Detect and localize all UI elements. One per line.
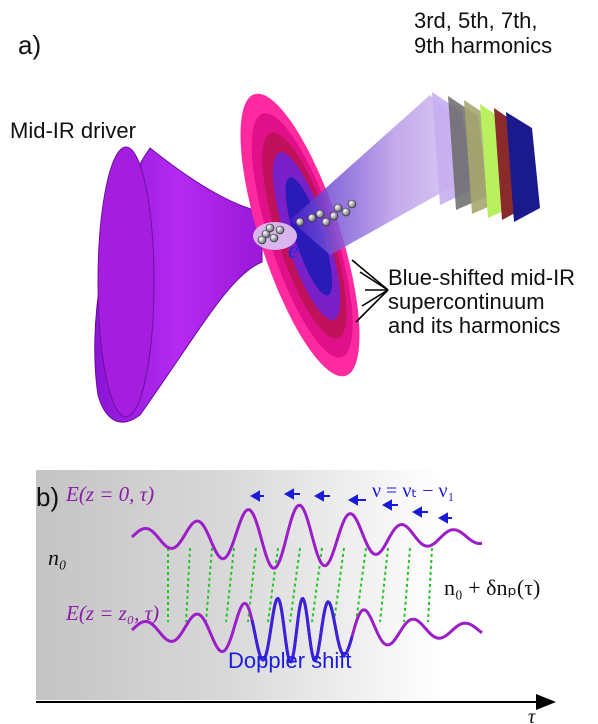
electron bbox=[315, 209, 325, 219]
frequency-arrowhead bbox=[381, 499, 392, 511]
perturbed-index-label: n₀ + δnₚ(τ) bbox=[444, 575, 541, 600]
beam-diagram bbox=[94, 92, 540, 423]
wave-bottom-blueshift bbox=[250, 596, 354, 664]
electron bbox=[347, 199, 357, 209]
frequency-arrows bbox=[249, 488, 452, 524]
electron bbox=[333, 203, 343, 213]
electron bbox=[269, 233, 279, 243]
electron bbox=[321, 217, 331, 227]
driver-cone-mouth bbox=[97, 146, 155, 418]
connector-line bbox=[379, 547, 389, 623]
panel-a-label: a) bbox=[18, 30, 42, 60]
doppler-shift-label: Doppler shift bbox=[228, 648, 352, 673]
frequency-relation-label: ν = νₜ − ν₁ bbox=[372, 480, 455, 502]
electron bbox=[341, 207, 351, 217]
connector-line bbox=[355, 547, 367, 623]
electron bbox=[295, 217, 305, 227]
frequency-arrowhead bbox=[411, 506, 422, 518]
connector-line bbox=[289, 547, 301, 623]
frequency-arrowhead bbox=[283, 488, 294, 500]
panel-b-label: b) bbox=[36, 482, 60, 512]
time-axis bbox=[36, 694, 556, 710]
field-top-label: E(z = 0, τ) bbox=[66, 482, 155, 506]
pointer-line bbox=[361, 289, 389, 307]
connector-line bbox=[427, 547, 433, 623]
pointer-line bbox=[351, 259, 389, 291]
electron bbox=[261, 229, 271, 239]
time-axis-arrowhead bbox=[536, 694, 556, 710]
electron-label: e bbox=[288, 238, 299, 264]
supercontinuum-pointers bbox=[351, 259, 389, 323]
frequency-arrowhead bbox=[313, 490, 324, 502]
connector-line bbox=[205, 547, 213, 623]
doppler-panel bbox=[36, 470, 578, 710]
tau-axis-label: τ bbox=[528, 706, 536, 724]
plasma-background bbox=[36, 470, 578, 700]
frequency-arrowhead bbox=[437, 512, 448, 524]
driver-label: Mid-IR driver bbox=[10, 118, 136, 143]
electron bbox=[265, 223, 275, 233]
electron bbox=[329, 211, 339, 221]
pointer-line bbox=[359, 271, 389, 291]
harmonic-disc-6 bbox=[506, 112, 540, 222]
harmonics-label: 3rd, 5th, 7th, 9th harmonics bbox=[414, 8, 553, 58]
electron bbox=[307, 213, 317, 223]
connector-line bbox=[185, 547, 191, 623]
electron bbox=[257, 235, 267, 245]
connector-line bbox=[225, 547, 235, 623]
frequency-arrowhead bbox=[347, 494, 358, 506]
connector-line bbox=[333, 547, 345, 623]
supercontinuum-label: Blue-shifted mid-IR supercontinuum and i… bbox=[388, 265, 576, 338]
electron bbox=[275, 225, 285, 235]
electrons bbox=[257, 199, 357, 245]
refractive-index-label: n₀ bbox=[48, 545, 67, 570]
wave-top bbox=[130, 503, 483, 570]
frequency-arrowhead bbox=[249, 490, 260, 502]
pointer-line bbox=[355, 289, 389, 323]
connector-line bbox=[267, 547, 279, 623]
connector-line bbox=[403, 547, 411, 623]
harmonic-discs bbox=[432, 92, 540, 222]
field-bottom-label: E(z = z₀, τ) bbox=[66, 601, 160, 625]
